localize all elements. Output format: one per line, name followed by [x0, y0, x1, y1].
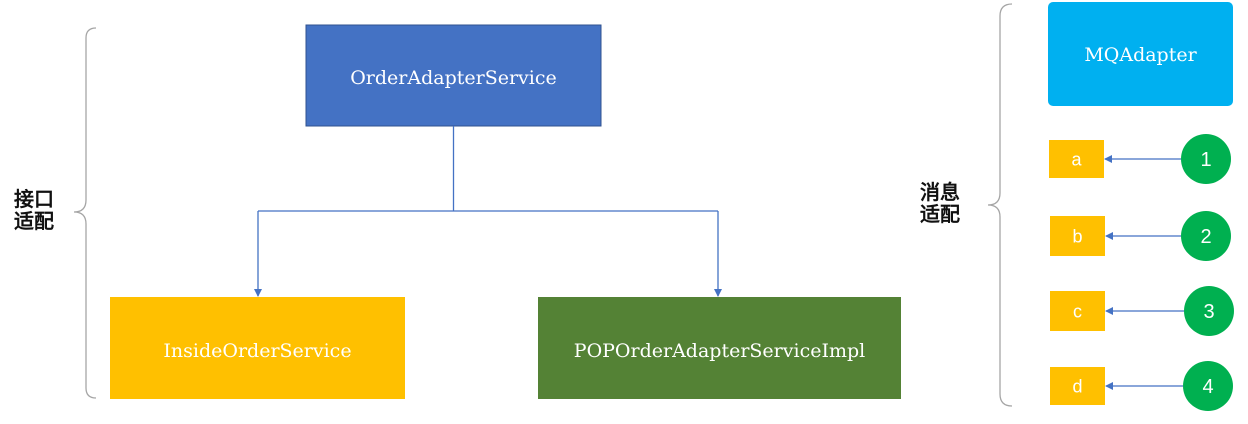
number-circle-2	[1181, 211, 1231, 261]
message-adapter-section-label: 消息 适配	[920, 181, 960, 225]
inside-order-service-label: InsideOrderService	[163, 340, 351, 362]
mq-adapter-box	[1048, 2, 1233, 106]
number-2-label: 2	[1200, 226, 1211, 248]
number-circle-1	[1181, 134, 1231, 184]
letter-d-label: d	[1072, 377, 1082, 397]
inside-order-service-box	[110, 297, 405, 399]
message-adapter-label-line2: 适配	[920, 202, 960, 226]
interface-adapter-label-line2: 适配	[14, 209, 54, 233]
pop-order-adapter-service-impl-label: POPOrderAdapterServiceImpl	[574, 340, 865, 362]
pop-order-adapter-service-impl-box	[538, 297, 901, 399]
number-circle-3	[1184, 286, 1234, 336]
letter-c-label: c	[1073, 302, 1082, 322]
letter-b-label: b	[1072, 227, 1082, 247]
letter-box-c	[1050, 291, 1105, 331]
right-bracket	[987, 3, 1013, 407]
order-adapter-service-label: OrderAdapterService	[350, 67, 557, 89]
letter-box-b	[1050, 216, 1105, 256]
letter-a-label: a	[1071, 150, 1082, 170]
number-1-label: 1	[1200, 149, 1211, 171]
interface-adapter-label-line1: 接口	[14, 187, 54, 211]
tree-connector-trunk	[258, 126, 718, 212]
order-adapter-service-box	[305, 24, 602, 127]
number-4-label: 4	[1202, 376, 1213, 398]
interface-adapter-section-label: 接口 适配	[14, 188, 54, 232]
letter-box-a	[1049, 140, 1104, 178]
mq-adapter-label: MQAdapter	[1084, 44, 1197, 66]
letter-box-d	[1050, 367, 1105, 405]
number-3-label: 3	[1203, 301, 1214, 323]
message-adapter-label-line1: 消息	[920, 180, 960, 204]
number-circle-4	[1183, 361, 1233, 411]
left-bracket	[73, 27, 97, 399]
